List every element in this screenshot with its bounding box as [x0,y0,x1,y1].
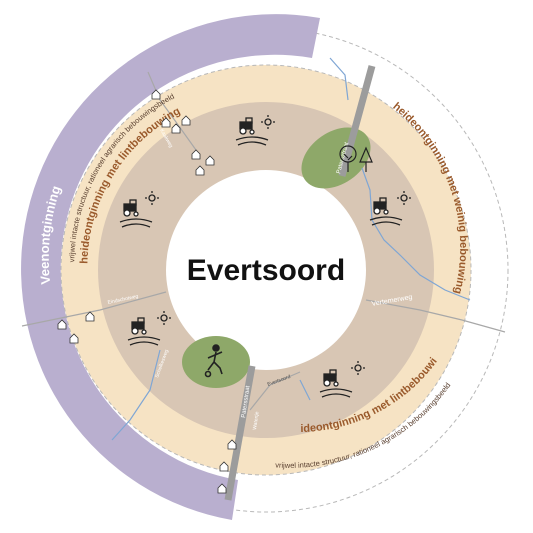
minor-roads [21,71,506,411]
house-icon [205,155,215,166]
football-player-icon [204,344,223,378]
farm-icons [119,115,411,398]
tractor-field-sun-icon [127,311,171,346]
heideontginning-ring-border [60,64,472,476]
house-icon [151,89,161,100]
tractor-field-sun-icon [369,191,411,226]
house-icon [191,149,201,160]
house-icon [195,165,205,176]
center-title: Evertsoord [187,254,345,287]
veenontginning-band [21,14,321,521]
house-icon [227,439,237,450]
sport-area [182,336,250,388]
tractor-field-sun-icon [319,361,365,398]
house-icon [85,311,95,322]
trees-icon [339,145,373,172]
tractor-field-sun-icon [235,115,275,146]
center-circle [166,170,366,370]
house-icon [217,483,227,494]
house-icon [69,333,79,344]
water-lines [111,57,471,441]
road-label-watertje: Watertje [252,411,261,430]
house-icon [181,115,191,126]
house-icon [171,123,181,134]
house-icon [161,117,171,128]
house-icon [57,319,67,330]
house-icons [57,89,237,494]
house-icon [219,461,229,472]
road-label-patersstraat-bottom: Patersstraat [241,385,251,418]
tractor-field-sun-icon [119,191,159,228]
